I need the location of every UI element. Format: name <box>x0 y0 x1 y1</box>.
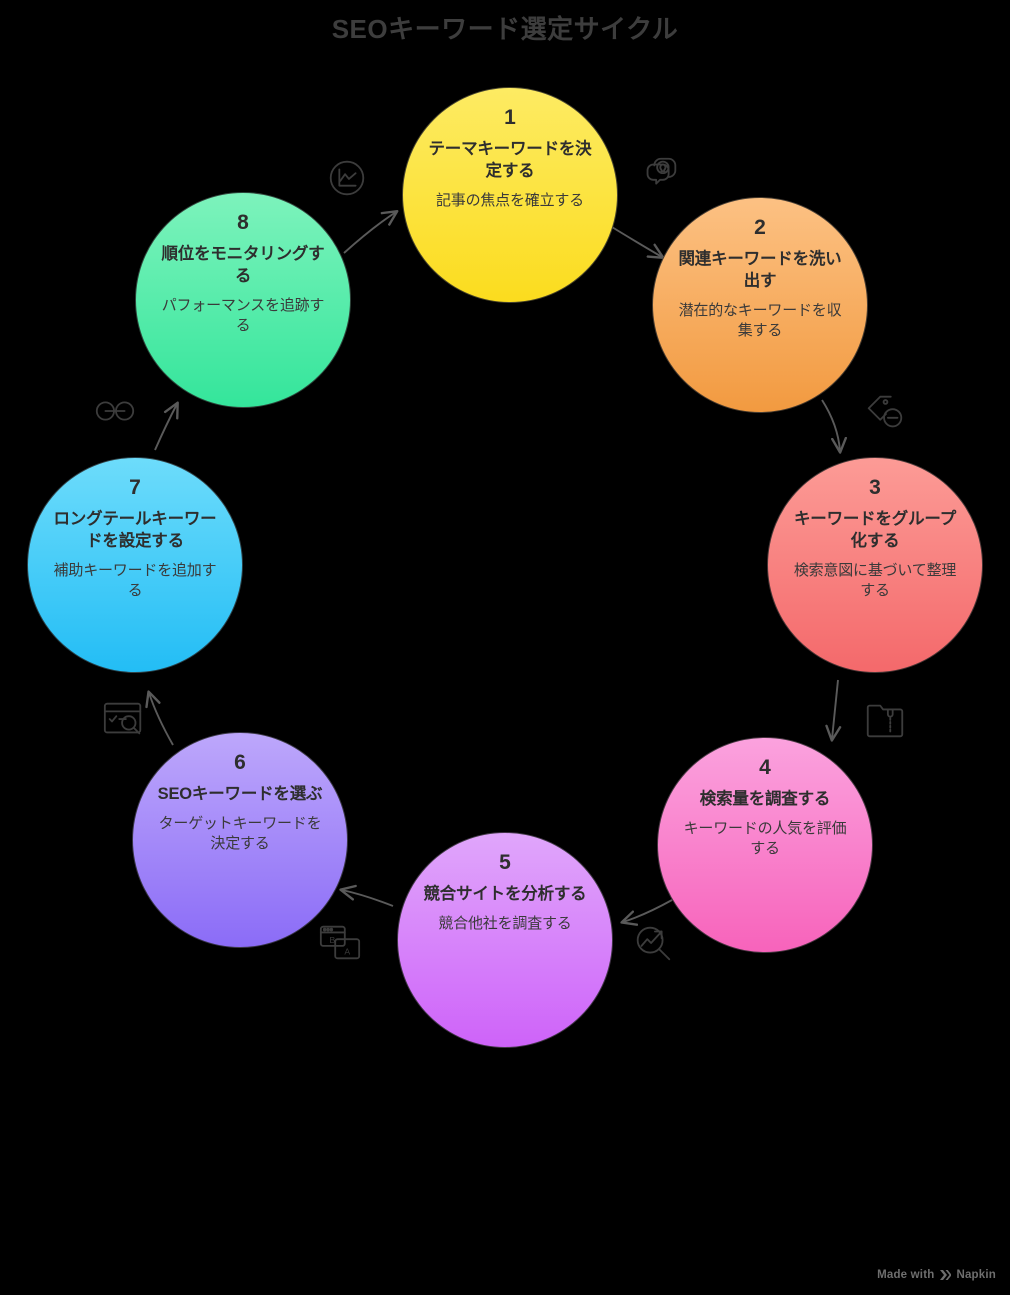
speech-bubble-idea-icon <box>637 153 683 199</box>
arrow-8-to-1 <box>343 212 396 254</box>
node-number: 1 <box>504 106 516 129</box>
watermark-brand: Napkin <box>956 1269 996 1281</box>
watermark-text: Made with <box>877 1269 935 1281</box>
arrow-2-to-3 <box>821 399 840 451</box>
node-subtitle: 補助キーワードを追加する <box>53 561 217 599</box>
folder-zip-icon <box>862 697 908 743</box>
arrow-7-to-8 <box>154 404 177 451</box>
node-number: 7 <box>129 476 141 499</box>
cycle-node-8[interactable]: 8 順位をモニタリングする パフォーマンスを追跡する <box>135 192 351 408</box>
node-number: 5 <box>499 851 511 874</box>
node-title: テーマキーワードを決定する <box>428 140 592 180</box>
watermark: Made with Napkin <box>877 1269 996 1281</box>
page-title: SEOキーワード選定サイクル <box>331 14 679 44</box>
ab-test-windows-icon: B A <box>317 920 363 966</box>
node-number: 2 <box>754 216 766 239</box>
node-subtitle: ターゲットキーワードを決定する <box>158 814 322 853</box>
node-subtitle: 検索意図に基づいて整理する <box>793 561 957 599</box>
arrow-6-to-7 <box>149 693 174 746</box>
napkin-chevron-icon <box>939 1269 952 1281</box>
cycle-node-3[interactable]: 3 キーワードをグループ化する 検索意図に基づいて整理する <box>767 457 983 673</box>
node-title: 検索量を調査する <box>699 790 831 809</box>
node-title: キーワードをグループ化する <box>793 510 956 550</box>
cycle-node-1[interactable]: 1 テーマキーワードを決定する 記事の焦点を確立する <box>402 87 618 303</box>
arrow-3-to-4 <box>832 679 838 739</box>
cycle-node-5[interactable]: 5 競合サイトを分析する 競合他社を調査する <box>397 832 613 1048</box>
browser-audit-search-icon <box>101 697 147 743</box>
analytics-chart-circle-icon <box>324 155 370 201</box>
node-number: 4 <box>759 756 771 779</box>
node-title: ロングテールキーワードを設定する <box>53 510 217 550</box>
node-subtitle: 記事の焦点を確立する <box>435 191 584 209</box>
svg-text:A: A <box>344 947 350 957</box>
node-number: 3 <box>869 476 881 499</box>
node-number: 8 <box>237 211 249 234</box>
arrow-1-to-2 <box>606 223 662 257</box>
node-subtitle: 競合他社を調査する <box>438 914 572 932</box>
node-title: SEOキーワードを選ぶ <box>157 785 323 804</box>
node-title: 競合サイトを分析する <box>423 885 587 904</box>
node-number: 6 <box>234 751 246 774</box>
link-chain-icon <box>92 388 138 434</box>
cycle-node-4[interactable]: 4 検索量を調査する キーワードの人気を評価する <box>657 737 873 953</box>
search-trending-up-icon <box>630 920 676 966</box>
node-subtitle: パフォーマンスを追跡する <box>161 296 325 334</box>
cycle-node-6[interactable]: 6 SEOキーワードを選ぶ ターゲットキーワードを決定する <box>132 732 348 948</box>
node-title: 関連キーワードを洗い出す <box>678 250 842 290</box>
tag-minus-icon <box>862 390 908 436</box>
arrow-5-to-6 <box>342 890 394 907</box>
svg-text:B: B <box>329 935 335 945</box>
cycle-node-7[interactable]: 7 ロングテールキーワードを設定する 補助キーワードを追加する <box>27 457 243 673</box>
node-subtitle: 潜在的なキーワードを収集する <box>678 301 842 339</box>
node-title: 順位をモニタリングする <box>161 245 325 285</box>
arrow-4-to-5 <box>623 899 673 922</box>
node-subtitle: キーワードの人気を評価する <box>683 819 847 858</box>
cycle-node-2[interactable]: 2 関連キーワードを洗い出す 潜在的なキーワードを収集する <box>652 197 868 413</box>
